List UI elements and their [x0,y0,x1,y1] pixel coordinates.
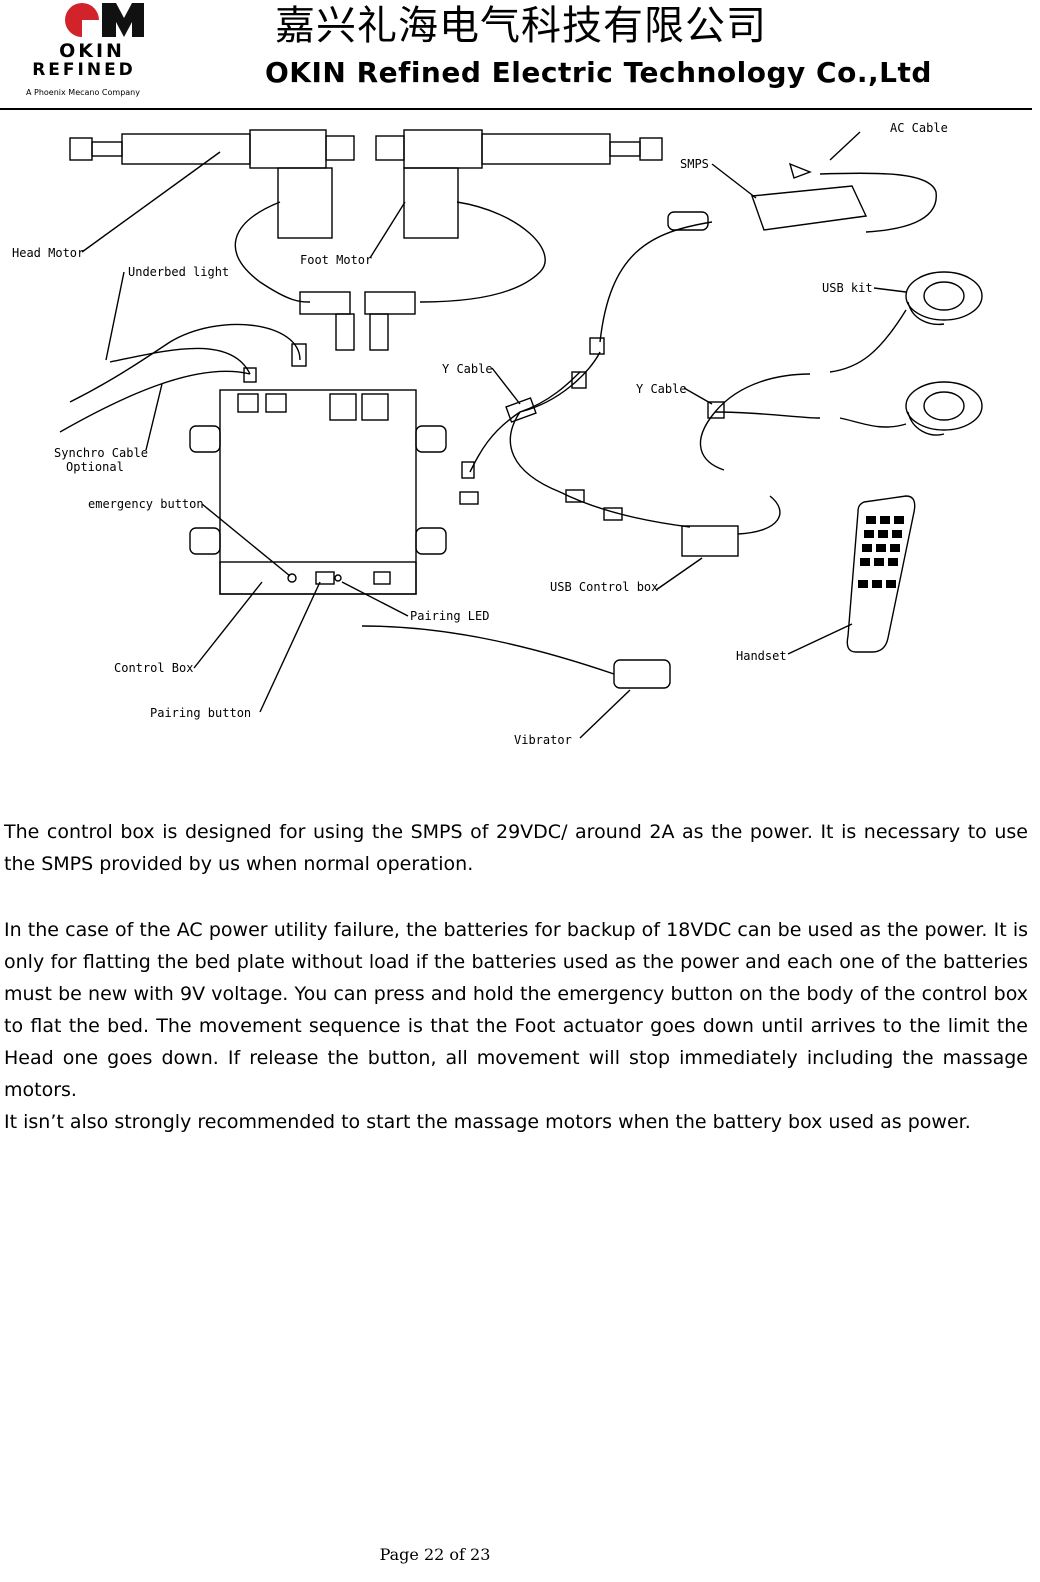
okin-logo-mark-icon [65,3,144,37]
wiring-diagram-svg: AC Cable SMPS Head Motor Foot Motor Unde… [12,121,983,747]
label-synchro-cable: Synchro Cable [54,446,148,460]
paragraph-battery-backup: In the case of the AC power utility fail… [4,914,1028,1138]
label-emergency-button: emergency button [88,497,204,511]
page-header: OKIN REFINED A Phoenix Mecano Company 嘉兴… [0,0,1040,112]
foot-motor-drawing [375,129,663,239]
paragraph-massage-warning: It isn’t also strongly recommended to st… [4,1111,971,1133]
company-name-chinese: 嘉兴礼海电气科技有限公司 [275,3,767,49]
head-motor-drawing [69,129,355,239]
handset-drawing [846,495,916,653]
control-box-drawing [189,389,447,595]
paragraph-battery-text: In the case of the AC power utility fail… [4,919,1028,1101]
okin-logo: OKIN REFINED A Phoenix Mecano Company [24,0,144,104]
logo-okin-text: OKIN [59,40,125,62]
label-pairing-button: Pairing button [150,706,251,720]
label-ac-cable: AC Cable [890,121,948,135]
label-usb-kit: USB kit [822,281,873,295]
header-divider-right [1008,108,1032,110]
label-y-cable-1: Y Cable [442,362,493,376]
label-foot-motor: Foot Motor [300,253,372,267]
company-name-english: OKIN Refined Electric Technology Co.,Ltd [265,56,932,89]
logo-tagline: A Phoenix Mecano Company [26,88,140,97]
wiring-diagram: AC Cable SMPS Head Motor Foot Motor Unde… [0,112,1040,762]
handset-keys [858,516,904,588]
header-divider [0,108,1012,110]
logo-refined-text: REFINED [32,60,136,80]
page-number: Page 22 of 23 [379,1545,491,1564]
label-underbed-light: Underbed light [128,265,229,279]
smps-drawing [599,162,937,343]
label-pairing-led: Pairing LED [410,609,489,623]
paragraph-power-supply: The control box is designed for using th… [4,821,1028,875]
label-handset: Handset [736,649,787,663]
label-head-motor: Head Motor [12,246,84,260]
label-vibrator: Vibrator [514,733,572,747]
label-usb-control-box: USB Control box [550,580,658,594]
label-control-box: Control Box [114,661,193,675]
label-optional: Optional [66,460,124,474]
usb-kit-drawing [829,271,983,436]
label-y-cable-2: Y Cable [636,382,687,396]
label-smps: SMPS [680,157,709,171]
